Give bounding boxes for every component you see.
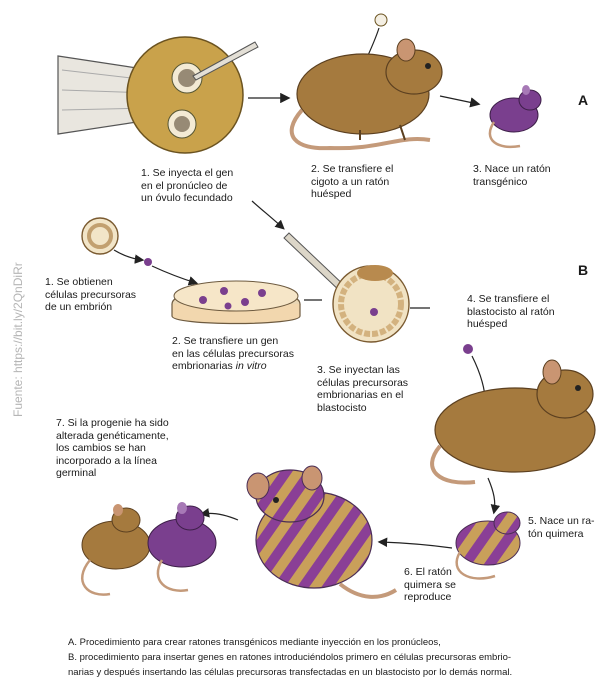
blastocyst (333, 265, 409, 342)
step-b5-label: 5. Nace un ra- tón quimera (528, 515, 595, 540)
step-b1-label: 1. Se obtienen células precursoras de un… (45, 276, 136, 314)
step-b6-label: 6. El ratón quimera se reproduce (404, 566, 456, 604)
step-b3-label: 3. Se inyectan las células precursoras e… (317, 364, 408, 414)
progeny-mouse-purple (148, 502, 216, 591)
chimera-newborn (456, 512, 520, 579)
progeny-mouse-brown (82, 504, 150, 595)
host-mouse-a (292, 39, 442, 148)
petri-dish (172, 281, 300, 324)
step-b2-italic: in vitro (236, 360, 267, 372)
arrow-adult-to-progeny (202, 513, 238, 520)
arrow-mouse-to-newborn (440, 96, 478, 104)
section-a-label: A (578, 92, 588, 108)
step-b2-label: 2. Se transfiere un gen en las células p… (172, 335, 294, 373)
step-b2-text: 2. Se transfiere un gen en las células p… (172, 335, 294, 372)
caption-line-1: A. Procedimiento para crear ratones tran… (68, 637, 441, 649)
caption-line-3: narias y después insertando las células … (68, 667, 512, 679)
step-a3-label: 3. Nace un ratón transgénico (473, 163, 551, 188)
arrow-host-to-chimera (488, 478, 495, 512)
embryo (82, 218, 118, 254)
arrow-chimera-to-adult (380, 542, 452, 548)
arrow-embryo-to-cell (114, 250, 142, 260)
host-mouse-b (432, 360, 595, 483)
source-note: Fuente: https://bit.ly/2QnDiRr (11, 257, 25, 417)
section-b-label: B (578, 262, 588, 278)
caption-line-2: B. procedimiento para insertar genes en … (68, 652, 511, 664)
fertilized-ovum (127, 37, 243, 153)
step-b4-label: 4. Se transfiere el blastocisto al ratón… (467, 293, 555, 331)
arrow-a-to-b (252, 201, 283, 228)
transgenic-mouse-a (490, 85, 541, 147)
step-b7-label: 7. Si la progenie ha sido alterada genét… (56, 417, 169, 480)
stem-cell (144, 258, 152, 266)
step-a2-label: 2. Se transfiere el cigoto a un ratón hu… (311, 163, 393, 201)
step-a1-label: 1. Se inyecta el gen en el pronúcleo de … (141, 167, 233, 205)
arrow-cell-to-dish (152, 266, 196, 283)
chimera-adult (247, 466, 396, 597)
blastocyst-drop (463, 344, 473, 354)
